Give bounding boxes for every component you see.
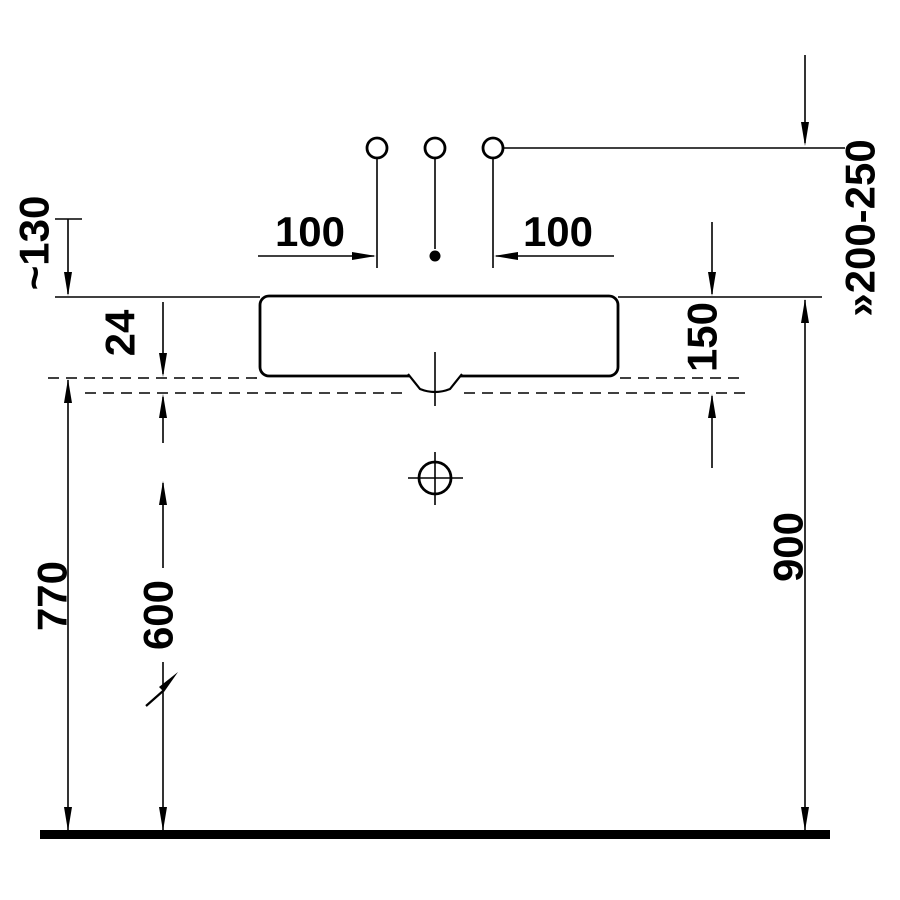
dim-150-arrowhead-up bbox=[708, 394, 716, 418]
floor-line bbox=[40, 830, 830, 839]
dim-900-arrowhead-down bbox=[801, 807, 809, 831]
dim-label-24: 24 bbox=[97, 309, 144, 356]
dim-label-900: 900 bbox=[765, 512, 812, 582]
dim-200-250-arrowhead-down bbox=[801, 122, 809, 146]
drain-outlet-circle bbox=[417, 460, 453, 496]
dim-24-arrowhead-down bbox=[159, 353, 167, 377]
dim-label-150: 150 bbox=[679, 302, 726, 372]
faucet-hole-left bbox=[365, 136, 389, 160]
dim-label-600: 600 bbox=[135, 580, 182, 650]
dim-130-arrowhead-down bbox=[64, 272, 72, 296]
dim-770-arrowhead-down bbox=[64, 807, 72, 831]
dim-770-arrowhead-up bbox=[64, 379, 72, 403]
dim-600-arrowhead-up bbox=[159, 481, 167, 505]
dim-label-100-right: 100 bbox=[523, 208, 593, 255]
dim-label-200-250: »200-250 bbox=[837, 139, 884, 317]
dim-100-left-arrowhead bbox=[352, 252, 376, 260]
dim-900-arrowhead-up bbox=[801, 299, 809, 323]
basin-outline bbox=[258, 294, 620, 378]
leader-arrow-600-head bbox=[159, 672, 178, 692]
faucet-hole-right bbox=[481, 136, 505, 160]
dim-600-arrowhead-down bbox=[159, 807, 167, 831]
dim-24-arrowhead-up bbox=[159, 394, 167, 418]
faucet-hole-center bbox=[423, 136, 447, 160]
leader-arrow-600-tail bbox=[145, 690, 164, 707]
dim-label-770: 770 bbox=[29, 561, 76, 631]
dim-100-right-arrowhead bbox=[494, 252, 518, 260]
dim-150-arrowhead-down bbox=[708, 272, 716, 296]
dim-label-130: ~130 bbox=[11, 196, 58, 291]
dim-label-100-left: 100 bbox=[275, 208, 345, 255]
center-reference-dot bbox=[429, 250, 441, 262]
